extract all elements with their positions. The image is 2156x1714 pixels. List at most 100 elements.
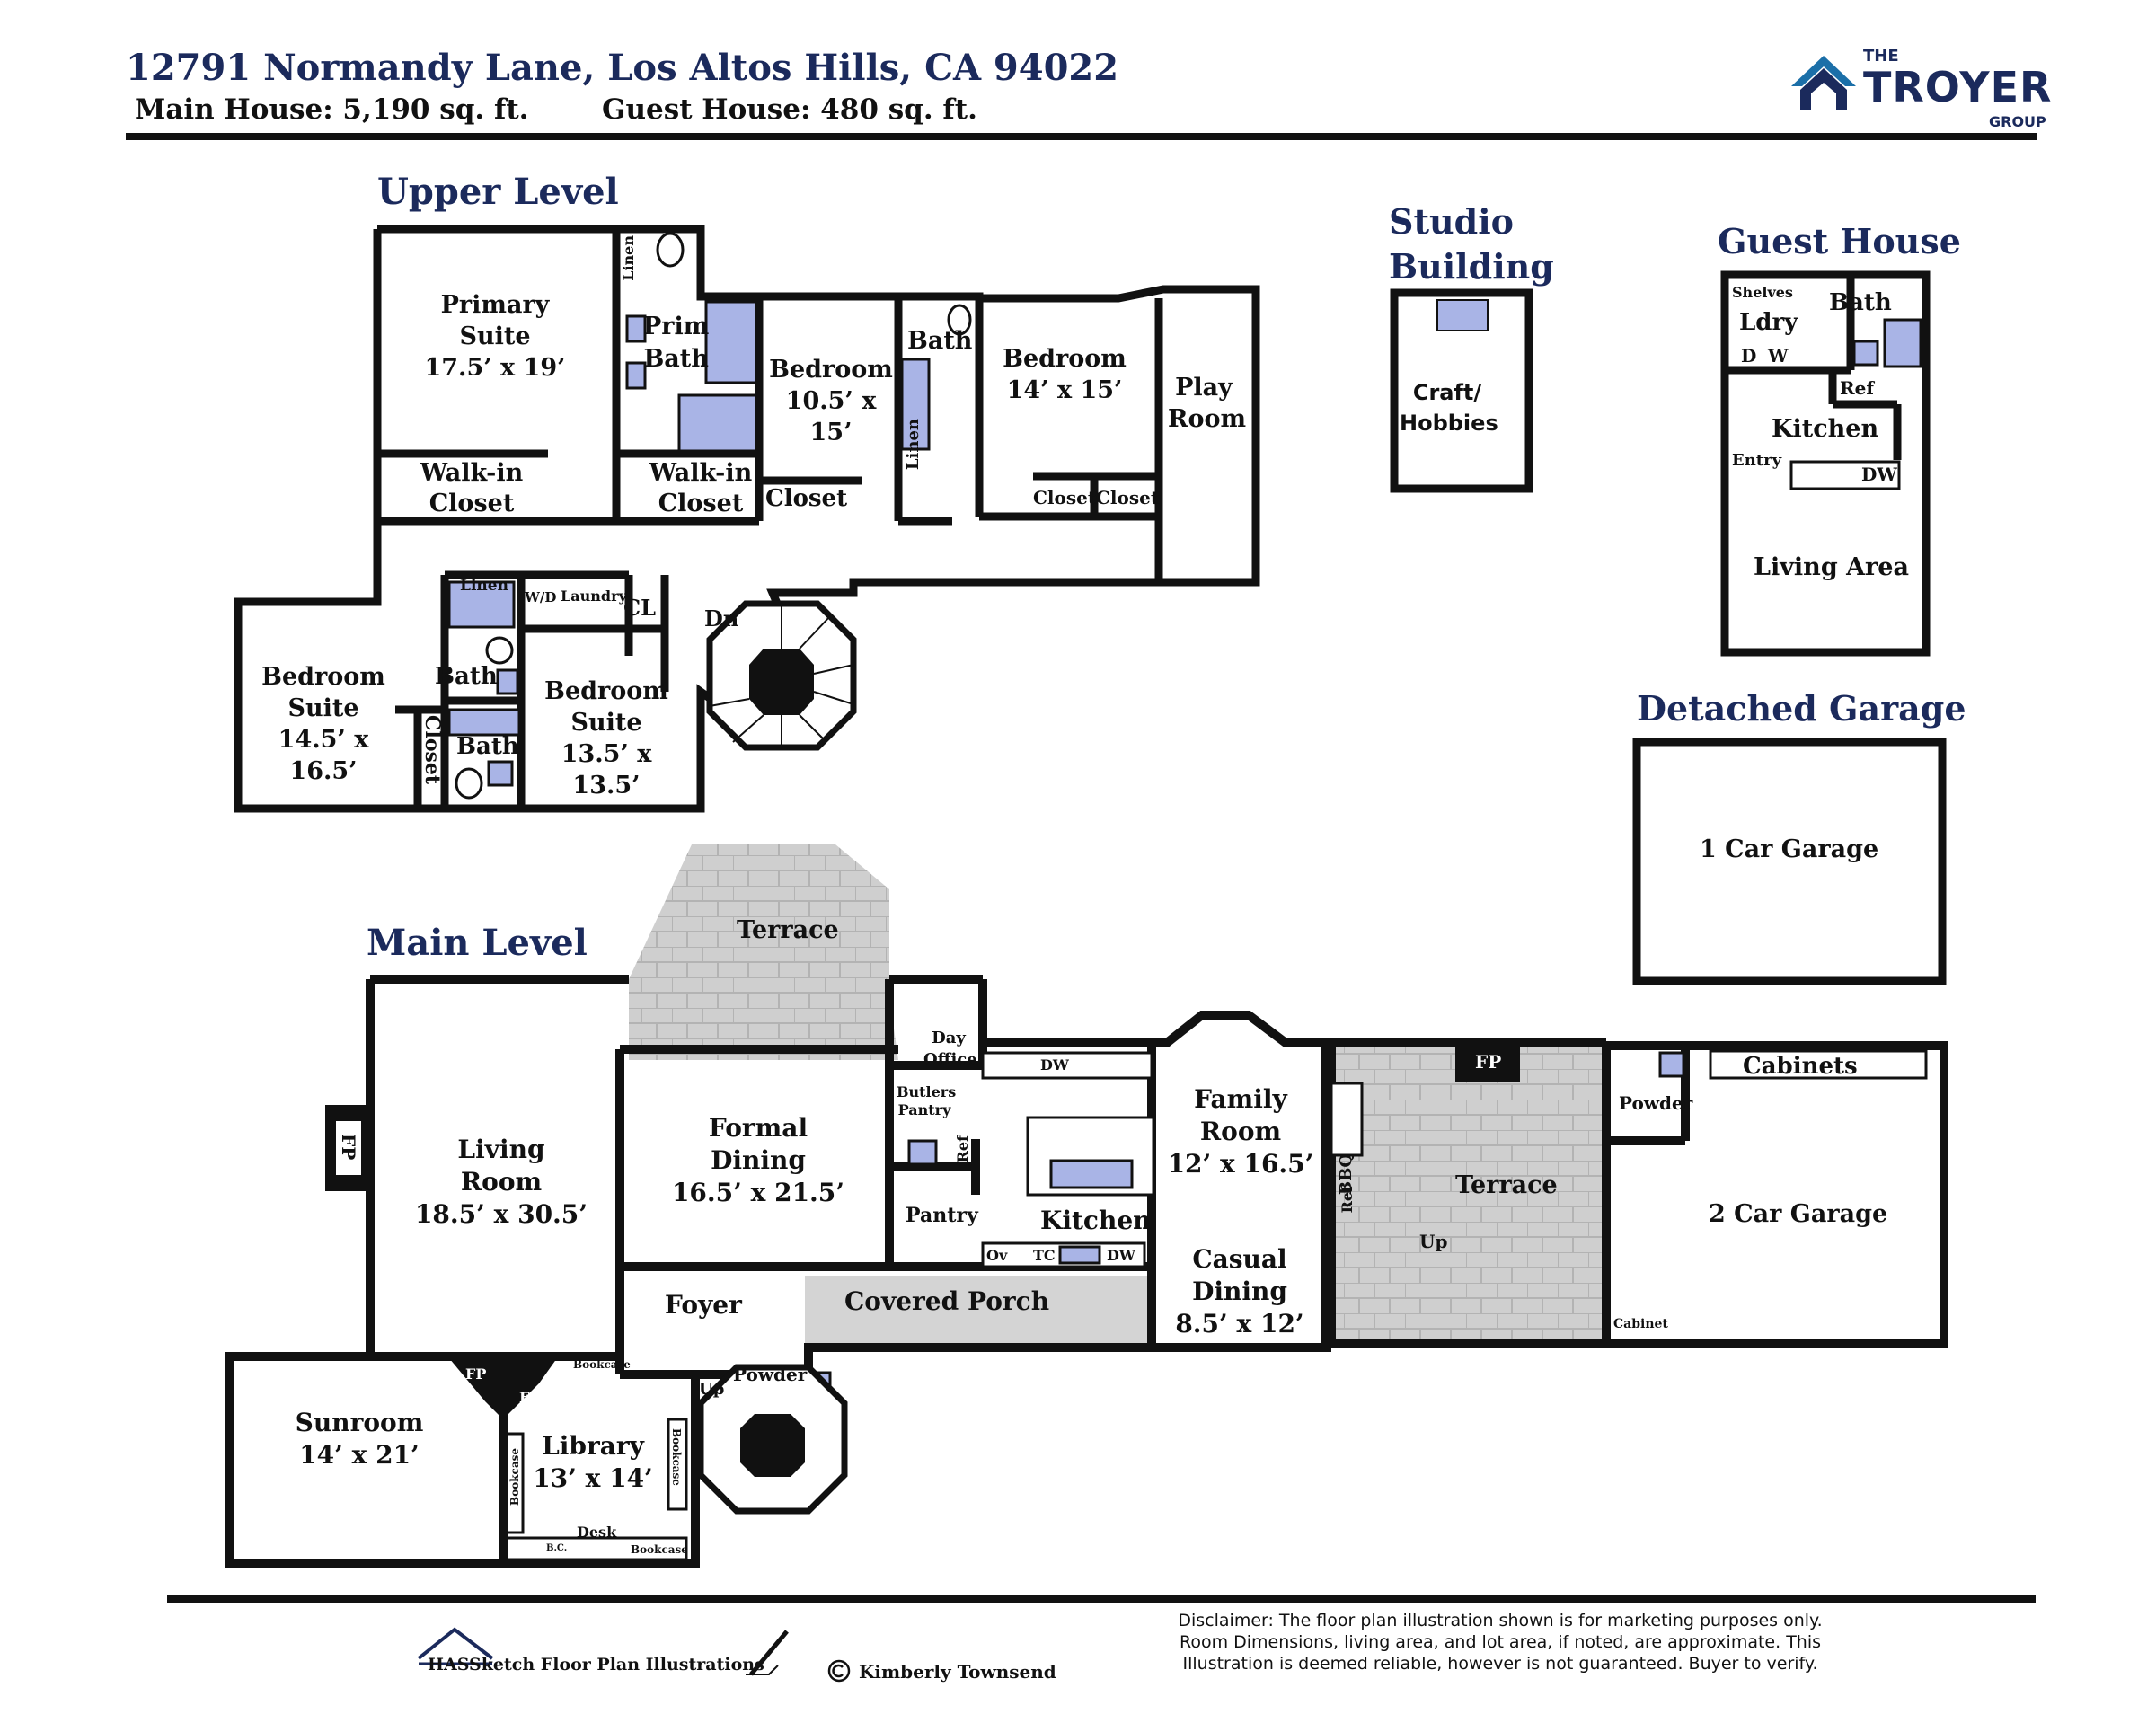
detached-garage-title: Detached Garage <box>1637 688 1966 729</box>
cabinets-label: Cabinets <box>1743 1053 1858 1080</box>
shower <box>677 393 758 453</box>
desk-label: Desk <box>577 1524 617 1541</box>
room-powder-main: Powder <box>733 1364 808 1385</box>
counter <box>981 1051 1153 1080</box>
room-bedroom-suite-1: Bedroom Suite 14.5’ x 16.5’ <box>244 661 402 787</box>
room-name: Room <box>460 1167 543 1197</box>
main-level-title: Main Level <box>367 922 588 964</box>
bookcase-left: Bookcase <box>508 1448 521 1506</box>
room-bedroom-suite-2: Bedroom Suite 13.5’ x 13.5’ <box>530 676 683 801</box>
room-dimensions: 18.5’ x 30.5’ <box>414 1199 588 1229</box>
room-formal-dining: Formal Dining 16.5’ x 21.5’ <box>668 1112 848 1209</box>
room-bedroom-b: Bedroom 14’ x 15’ <box>997 343 1132 406</box>
guest-dw: DW <box>1861 464 1897 485</box>
copyright-icon <box>827 1659 851 1683</box>
closet-b2: Closet <box>1096 487 1160 508</box>
sink <box>625 314 647 343</box>
wd-label: W/D <box>525 589 557 605</box>
closet-b1: Closet <box>1033 487 1097 508</box>
room-dimensions: 14.5’ x 16.5’ <box>278 726 369 785</box>
room-name: Closet <box>429 490 515 517</box>
room-name: Primary <box>440 291 550 319</box>
guest-fixtures <box>1789 318 1922 490</box>
upper-level-title: Upper Level <box>377 171 619 213</box>
guest-bath: Bath <box>1829 289 1892 316</box>
toilet <box>656 232 685 268</box>
main-house-area: Main House: 5,190 sq. ft. <box>135 93 529 126</box>
house-roof-logo-icon <box>1791 56 1856 110</box>
room-name: Prim <box>643 313 710 340</box>
room-kitchen: Kitchen <box>1040 1206 1152 1235</box>
cl-label: CL <box>623 595 656 621</box>
room-dimensions: 10.5’ x 15’ <box>785 387 877 446</box>
fireplace-inner <box>336 1121 361 1175</box>
shower <box>1883 318 1922 368</box>
room-dimensions: 14’ x 21’ <box>299 1440 420 1470</box>
room-name: Bedroom <box>261 663 385 691</box>
room-name: Suite <box>570 709 642 737</box>
room-name: Office <box>923 1050 977 1069</box>
main-outer-wall <box>225 979 1336 1568</box>
room-sunroom: Sunroom 14’ x 21’ <box>287 1407 431 1471</box>
room-name: Bedroom <box>769 356 893 384</box>
room-pantry: Pantry <box>906 1204 978 1227</box>
room-butlers-pantry: Butlers Pantry <box>897 1083 956 1119</box>
toilet <box>947 304 972 336</box>
room-dimensions: 17.5’ x 19’ <box>424 354 566 382</box>
upper-spiral-stair <box>706 600 857 751</box>
laundry-label: Laundry <box>561 588 627 605</box>
room-name: Suite <box>459 322 531 350</box>
cabinets-counter <box>1709 1049 1928 1080</box>
guest-house-area: Guest House: 480 sq. ft. <box>602 93 977 126</box>
logo-group: GROUP <box>1989 113 2046 130</box>
room-name: Room <box>1168 405 1247 433</box>
pen-icon <box>746 1630 789 1676</box>
room-name: Day <box>932 1029 966 1047</box>
two-car-garage: 2 Car Garage <box>1709 1200 1888 1228</box>
room-name: Living <box>457 1135 545 1164</box>
stair-up-main: Up <box>699 1380 725 1399</box>
guest-entry: Entry <box>1732 451 1782 470</box>
room-library: Library 13’ x 14’ <box>530 1430 656 1495</box>
room-name: Dining <box>711 1145 806 1175</box>
room-name: Bath <box>643 345 709 373</box>
guest-kitchen: Kitchen <box>1772 415 1879 443</box>
sink <box>496 668 519 695</box>
stair-down-label: Dn <box>704 605 739 632</box>
room-name: Bedroom <box>1003 345 1127 373</box>
counter <box>1330 1082 1364 1157</box>
bookcase-bottom: Bookcase <box>631 1543 688 1556</box>
shower <box>447 580 516 629</box>
room-name: Walk-in <box>420 459 524 487</box>
fireplace-library-label: FP <box>519 1389 541 1406</box>
room-play-room: Play Room <box>1168 372 1247 435</box>
guest-living-area: Living Area <box>1754 553 1909 581</box>
guest-house-plan <box>1720 270 1931 657</box>
island-counter <box>1789 460 1901 490</box>
property-address: 12791 Normandy Lane, Los Altos Hills, CA… <box>126 47 1119 89</box>
room-name: Room <box>1199 1117 1282 1146</box>
dishwasher-top: DW <box>1040 1056 1069 1073</box>
room-powder-garage: Powder <box>1619 1092 1693 1114</box>
room-dimensions: 14’ x 15’ <box>1006 376 1123 404</box>
sink <box>1852 340 1879 367</box>
room-dimensions: 13’ x 14’ <box>533 1463 653 1493</box>
room-day-office: Day Office <box>923 1028 977 1071</box>
upper-outer-wall <box>234 225 1260 813</box>
closet-a: Closet <box>765 485 848 512</box>
stair-up-terrace: Up <box>1419 1231 1448 1252</box>
trash-compactor-label: TC <box>1033 1247 1056 1264</box>
terrace-top: Terrace <box>737 916 839 944</box>
room-name: Walk-in <box>649 459 753 487</box>
room-family: Family Room 12’ x 16.5’ <box>1164 1083 1317 1180</box>
guest-shelves: Shelves <box>1732 284 1793 301</box>
room-casual-dining: Casual Dining 8.5’ x 12’ <box>1168 1243 1312 1340</box>
detached-garage-walls <box>1632 738 1947 985</box>
room-prim-bath: Prim Bath <box>643 311 709 375</box>
fireplace-living-label: FP <box>338 1134 359 1161</box>
room-name: Casual <box>1192 1244 1287 1274</box>
library-builtins <box>505 1418 688 1561</box>
linen-mid: Linen <box>904 419 923 471</box>
fireplace-terrace <box>1455 1047 1520 1082</box>
